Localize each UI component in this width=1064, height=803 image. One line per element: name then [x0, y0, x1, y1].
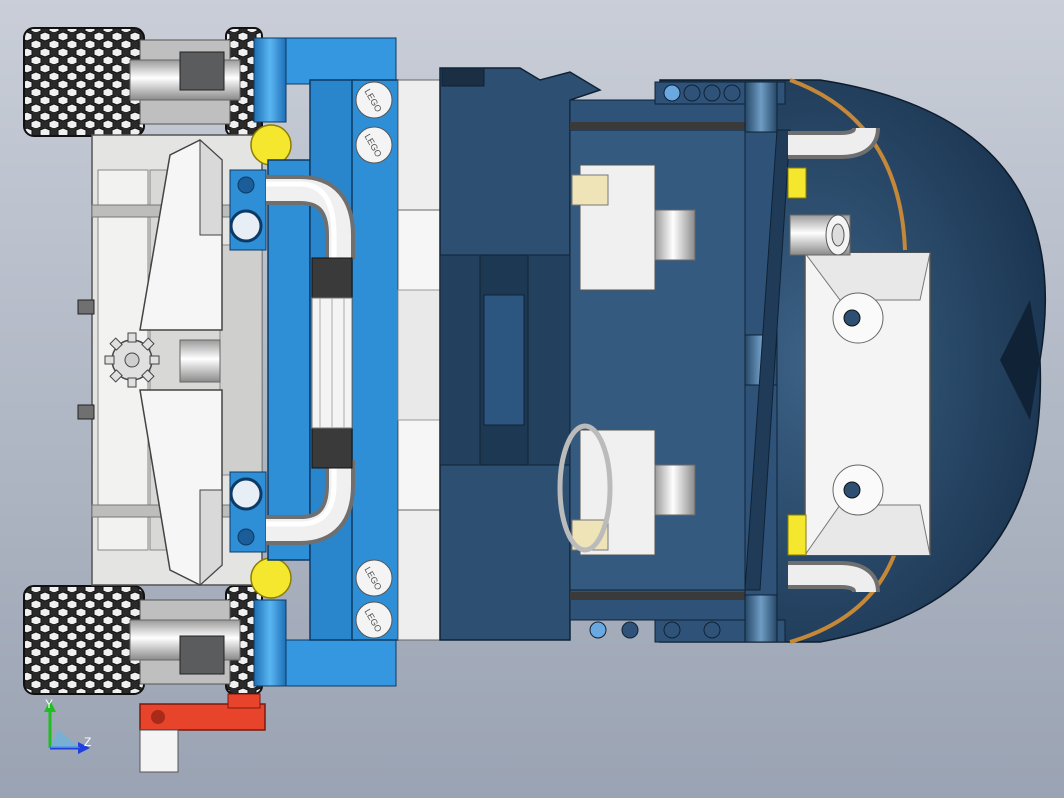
- yellow-pin-bottom: [250, 557, 292, 599]
- white-hose-loop: [557, 423, 613, 553]
- azure-rear-frame[interactable]: [253, 37, 399, 687]
- pin-bottom: [654, 464, 696, 516]
- yellow-pin-top: [250, 124, 292, 166]
- side-peg-bottom: [77, 404, 95, 420]
- y-axis-label: Y: [45, 697, 53, 711]
- center-axle-pin: [179, 339, 221, 383]
- white-connector-bottom: [139, 729, 179, 773]
- gear-icon: [104, 332, 160, 388]
- lego-stud-top-1: LEGO: [355, 81, 393, 119]
- azure-pin-connector-top: [229, 169, 267, 251]
- lego-stud-top-2: LEGO: [355, 126, 393, 164]
- dark-crossbar-top: [570, 122, 752, 130]
- front-blue-frame[interactable]: [557, 99, 752, 621]
- z-axis-arrow-icon: [78, 742, 90, 754]
- bent-tube-bottom: [266, 460, 355, 545]
- axle-connector-top: [179, 51, 225, 91]
- front-vertical-columns: [744, 81, 791, 643]
- wheel-bottom[interactable]: [23, 585, 263, 695]
- bent-tube-top: [266, 175, 355, 260]
- axis-triad: Y Z: [44, 697, 91, 754]
- side-peg-top: [77, 299, 95, 315]
- bushing-bottom: [311, 427, 353, 469]
- y-axis-arrow-icon: [44, 700, 56, 712]
- bushing-top: [311, 257, 353, 299]
- pin-top: [654, 209, 696, 261]
- front-tubes: [788, 126, 880, 594]
- rear-bumper-wedges[interactable]: [139, 138, 223, 587]
- z-axis-label: Z: [84, 735, 91, 749]
- white-mid-beams[interactable]: [397, 79, 443, 641]
- azure-pin-connector-bottom: [229, 471, 267, 553]
- red-liftarm[interactable]: [139, 693, 266, 773]
- yellow-pin-front-bottom: [787, 514, 807, 556]
- dark-crossbar-bottom: [570, 592, 752, 600]
- front-sensor-block[interactable]: [804, 252, 931, 556]
- lego-stud-bottom-2: LEGO: [355, 601, 393, 639]
- tan-pin-top: [571, 174, 609, 206]
- front-dome-tip: [1000, 300, 1040, 420]
- wheel-top[interactable]: [23, 27, 263, 137]
- lego-stud-bottom-1: LEGO: [355, 559, 393, 597]
- axle-connector-bottom: [179, 635, 225, 675]
- axis-plane-icon: [50, 730, 80, 748]
- motor-center-slot: [483, 294, 525, 426]
- yellow-pin-front-top: [787, 167, 807, 199]
